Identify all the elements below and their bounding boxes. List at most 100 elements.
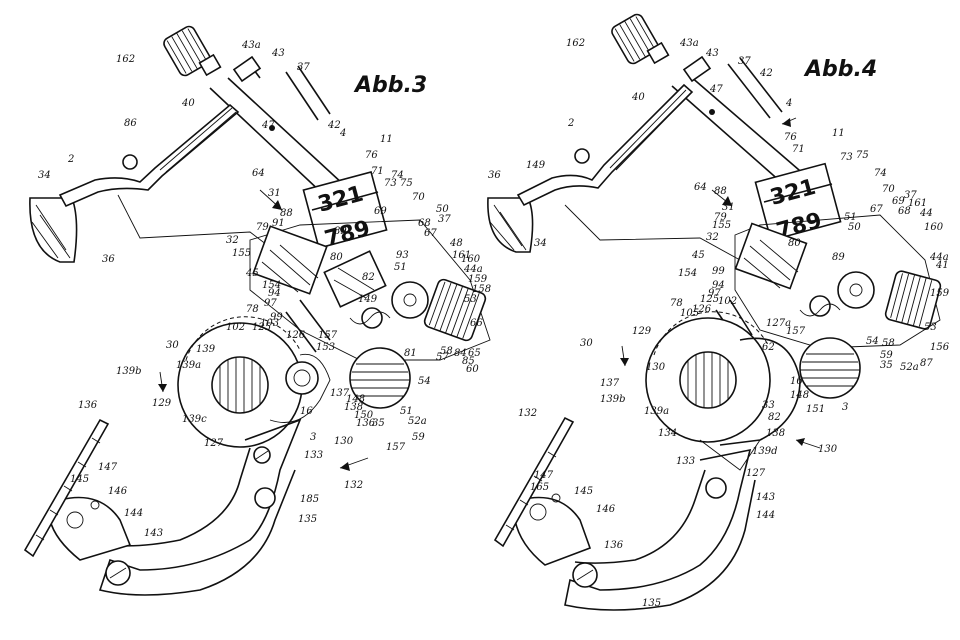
lever-arm-30 xyxy=(487,83,741,261)
reference-numeral: 37 xyxy=(297,62,310,73)
reference-numeral: 154 xyxy=(678,268,697,279)
reference-numeral: 54 xyxy=(418,376,431,387)
reference-numeral: 58 xyxy=(440,346,453,357)
gear-mechanism-fig3 xyxy=(249,219,491,361)
reference-numeral: 84 xyxy=(454,348,467,359)
figure-3: Abb.3 xyxy=(0,0,491,596)
reference-numeral: 60 xyxy=(466,364,479,375)
reference-numeral: 79 xyxy=(714,212,727,223)
reference-numeral: 41 xyxy=(935,260,949,271)
reference-numeral: 97 xyxy=(708,288,721,299)
reference-numeral: 58 xyxy=(882,338,895,349)
reference-numeral: 139b xyxy=(116,366,142,377)
swing-arm-143 xyxy=(49,418,302,596)
reference-numeral: 139a xyxy=(644,406,669,417)
reference-numeral: 158 xyxy=(472,284,491,295)
reference-numeral: 44a xyxy=(463,264,483,275)
reference-numeral: 75 xyxy=(856,150,869,161)
reference-numeral: 137 xyxy=(330,388,350,399)
reference-numeral: 162 xyxy=(116,54,135,65)
reference-numeral: 42 xyxy=(759,68,773,79)
reference-numeral: 150 xyxy=(354,410,374,421)
reference-numeral: 159 xyxy=(468,274,488,285)
arrow-indicators-fig3 xyxy=(158,189,369,471)
reference-numeral: 59 xyxy=(880,350,893,361)
reference-numeral: 134 xyxy=(658,428,677,439)
reference-numeral: 139a xyxy=(176,360,201,371)
reference-numeral: 3 xyxy=(842,402,848,413)
reference-numeral: 52a xyxy=(408,416,427,427)
figure-4: Abb.4 xyxy=(0,0,950,611)
knob-162 xyxy=(611,13,670,65)
reference-numeral: 146 xyxy=(596,504,616,515)
reference-numeral: 51 xyxy=(400,406,413,417)
reference-numeral: 125 xyxy=(252,322,271,333)
reference-numeral: 157 xyxy=(318,330,338,341)
reference-numeral: 30 xyxy=(166,340,179,351)
reference-numeral: 157 xyxy=(386,442,406,453)
reference-numeral: 43 xyxy=(271,48,285,59)
reference-numeral: 57 xyxy=(436,352,449,363)
reference-numeral: 89 xyxy=(334,226,347,237)
reference-numeral: 149 xyxy=(358,294,378,305)
figure-title: Abb.3 xyxy=(353,73,427,98)
reference-numeral: 11 xyxy=(832,128,845,139)
reference-numeral: 130 xyxy=(334,436,354,447)
reference-numeral: 65 xyxy=(468,348,481,359)
reference-numeral: 125 xyxy=(700,294,719,305)
reference-numeral: 161 xyxy=(908,198,927,209)
bar-147 xyxy=(493,416,575,548)
reference-numeral: 133 xyxy=(304,450,323,461)
reference-numeral: 31 xyxy=(722,202,735,213)
reference-numeral: 43a xyxy=(241,40,261,51)
reference-numeral: 93 xyxy=(396,250,409,261)
reference-numeral: 64 xyxy=(252,168,265,179)
reference-numeral: 71 xyxy=(371,166,384,177)
reference-numeral: 149 xyxy=(526,160,546,171)
reference-numeral: 105 xyxy=(680,308,699,319)
swing-arm-143 xyxy=(514,448,756,611)
number-wheels-fig4: 321 789 xyxy=(754,162,842,244)
arrow-indicators-fig4 xyxy=(620,117,821,449)
reference-numeral: 2 xyxy=(67,154,74,165)
reference-numeral: 97 xyxy=(264,298,277,309)
reference-numeral: 127 xyxy=(204,438,224,449)
reference-numeral: 30 xyxy=(580,338,593,349)
reference-numeral: 2 xyxy=(567,118,574,129)
reference-numeral: 154 xyxy=(262,280,281,291)
reference-numeral: 70 xyxy=(412,192,425,203)
reference-numeral: 51 xyxy=(394,262,407,273)
reference-numeral: 32 xyxy=(706,232,719,243)
reference-numeral: 40 xyxy=(181,98,195,109)
reference-numeral: 88 xyxy=(280,208,293,219)
reference-numeral: 165 xyxy=(530,482,549,493)
reference-numeral: 155 xyxy=(232,248,251,259)
cam-disk-129 xyxy=(177,316,331,448)
reference-numeral: 81 xyxy=(404,348,417,359)
cam-disk-129 xyxy=(645,311,801,471)
reference-numeral: 87 xyxy=(920,358,933,369)
reference-numeral: 145 xyxy=(70,474,89,485)
reference-numeral: 138 xyxy=(766,428,785,439)
reference-numeral: 94 xyxy=(712,280,725,291)
reference-numeral: 86 xyxy=(124,118,137,129)
reference-numeral: 148 xyxy=(790,390,809,401)
reference-numeral: 139d xyxy=(752,446,778,457)
reference-numeral: 151 xyxy=(806,404,825,415)
reference-numeral: 85 xyxy=(462,356,475,367)
reference-numeral: 36 xyxy=(102,254,115,265)
reference-numeral: 4 xyxy=(785,98,792,109)
reference-numeral: 143 xyxy=(144,528,163,539)
reference-numeral: 134 xyxy=(0,0,19,3)
reference-numeral: 102 xyxy=(718,296,737,307)
reference-numeral: 127a xyxy=(766,318,791,329)
reference-numeral: 103 xyxy=(260,318,279,329)
reference-numeral: 76 xyxy=(365,150,378,161)
reference-numeral: 88 xyxy=(714,186,727,197)
reference-numeral: 157 xyxy=(786,326,806,337)
reference-numeral: 51 xyxy=(844,212,857,223)
reference-numeral: 136 xyxy=(604,540,624,551)
